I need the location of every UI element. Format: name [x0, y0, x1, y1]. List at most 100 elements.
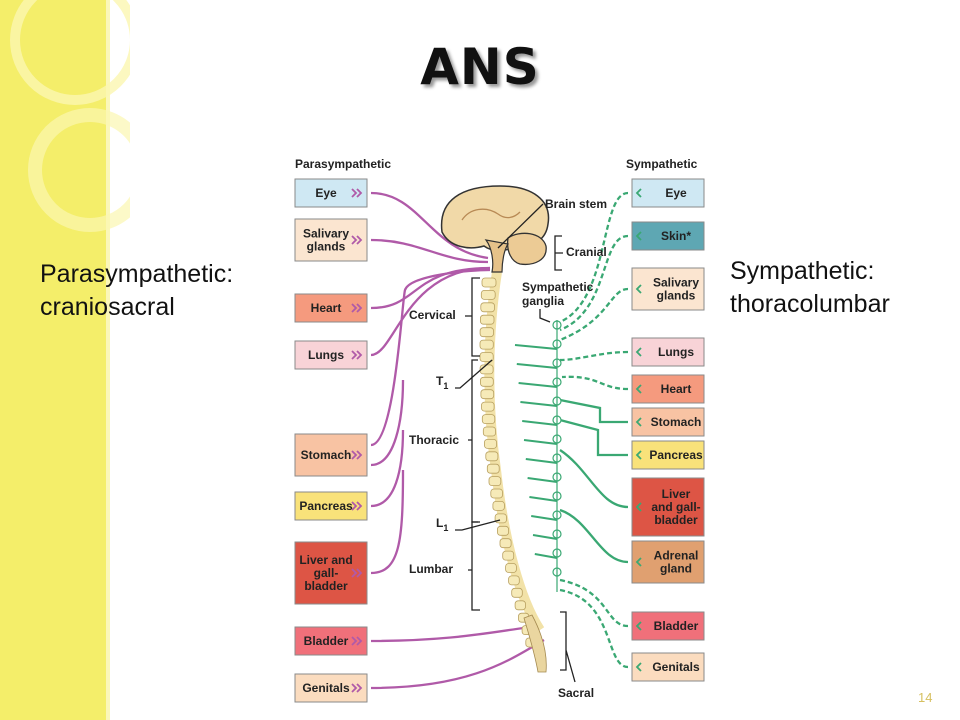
- symp-organ-box: [631, 652, 705, 682]
- cranial-bracket: [554, 235, 563, 271]
- organ-boxes: EyeSalivaryglandsHeartLungsStomachPancre…: [294, 178, 705, 703]
- brain: [440, 185, 550, 273]
- band-edge: [106, 0, 110, 720]
- vertebra: [502, 550, 515, 561]
- symp-line-skin: [559, 234, 629, 332]
- symp-organ-box: [631, 337, 705, 367]
- para-organ: Pancreas: [294, 491, 368, 521]
- arrow-icon: [351, 683, 363, 693]
- cerebrum-fold: [461, 208, 521, 221]
- symp-organ-box: [631, 221, 705, 251]
- spinal-to-ganglion-line: [527, 477, 558, 483]
- cerebellum-shape: [506, 232, 547, 266]
- para-organ-label: Stomach: [301, 448, 352, 462]
- page-number: 14: [918, 690, 933, 705]
- arrow-icon: [635, 557, 642, 567]
- vertebra: [480, 289, 496, 300]
- symp-organ: Bladder: [631, 611, 705, 641]
- vertebra: [481, 277, 497, 288]
- symp-organ-label: glands: [657, 289, 696, 303]
- label-brain-stem: Brain stem: [545, 197, 607, 211]
- spinal-to-ganglion-line: [534, 553, 558, 559]
- spinal-to-ganglion-line: [522, 420, 558, 426]
- symp-organ: Eye: [631, 178, 705, 208]
- spinal-to-ganglion-line: [532, 534, 558, 540]
- vertebra: [490, 488, 503, 499]
- para-organ-label: Salivary: [303, 227, 349, 241]
- arrow-icon: [635, 384, 642, 394]
- symp-organ-box: [631, 178, 705, 208]
- symp-organ-label: Liver: [662, 487, 691, 501]
- l1-pointer: [455, 519, 501, 531]
- label-l1-sub: 1: [443, 523, 448, 533]
- para-line-stomach-a: [370, 268, 491, 447]
- arrow-icon: [351, 188, 363, 198]
- left-caption: Parasympathetic: craniosacral: [40, 258, 233, 324]
- label-cervical: Cervical: [409, 308, 456, 322]
- vertebra: [496, 525, 509, 536]
- para-organ-label: glands: [307, 240, 346, 254]
- symp-line-liver: [559, 449, 629, 509]
- arrow-icon: [351, 568, 363, 578]
- symp-organ-box: [631, 374, 705, 404]
- label-t1: T1: [436, 374, 448, 391]
- arrow-icon: [351, 501, 363, 511]
- label-thoracic: Thoracic: [409, 433, 459, 447]
- symp-organ-label: Lungs: [658, 345, 694, 359]
- symp-organ: Heart: [631, 374, 705, 404]
- arrow-icon: [351, 303, 363, 313]
- para-organ-label: Pancreas: [299, 499, 353, 513]
- arrow-icon: [635, 188, 642, 198]
- para-line-stomach-b: [370, 379, 405, 467]
- symp-organ-box: [631, 440, 705, 470]
- symp-organ-label: Heart: [661, 382, 692, 396]
- arrow-icon: [635, 284, 642, 294]
- label-t1-sub: 1: [443, 381, 448, 391]
- symp-line-bladder: [559, 578, 629, 628]
- label-l1: L1: [436, 516, 448, 533]
- thoracic-bracket: [468, 359, 478, 523]
- spinal-cord: [479, 271, 562, 673]
- para-organ: Eye: [294, 178, 368, 208]
- sacrum-shape: [523, 614, 547, 673]
- symp-organ: Genitals: [631, 652, 705, 682]
- vertebra: [494, 513, 507, 524]
- cervical-bracket: [465, 277, 480, 357]
- para-organ: Lungs: [294, 340, 368, 370]
- para-line-eye: [370, 191, 489, 260]
- para-organ-box: [294, 178, 368, 208]
- label-sacral: Sacral: [558, 686, 594, 700]
- symp-organ: Lungs: [631, 337, 705, 367]
- para-organ: Stomach: [294, 433, 368, 477]
- symp-line-lungs: [559, 350, 629, 362]
- symp-line-heart: [561, 375, 629, 391]
- para-organ-label: Lungs: [308, 348, 344, 362]
- vertebra: [480, 389, 495, 400]
- spinal-to-ganglion-line: [518, 382, 558, 388]
- para-organ-box: [294, 293, 368, 323]
- vertebra: [481, 401, 495, 412]
- spinal-to-ganglion-line: [529, 496, 558, 502]
- symp-organ-box: [631, 611, 705, 641]
- arrow-icon: [635, 662, 642, 672]
- sympathetic-header: Sympathetic: [626, 157, 698, 171]
- symp-organ-label: Stomach: [651, 415, 702, 429]
- spinal-to-ganglion-line: [531, 515, 558, 521]
- lumbar-bracket: [468, 521, 480, 611]
- label-lumbar: Lumbar: [409, 562, 453, 576]
- symp-organ-label: Pancreas: [649, 448, 703, 462]
- left-caption-line-1: Parasympathetic:: [40, 260, 234, 288]
- para-organ-label: gall-: [314, 566, 339, 580]
- para-line-bladder: [370, 624, 541, 643]
- spinal-to-ganglion-line: [520, 401, 558, 407]
- symp-organ-box: [631, 477, 705, 537]
- para-organ-label: Liver and: [299, 553, 352, 567]
- symp-line-pancreas: [559, 418, 628, 457]
- right-caption-line-1: Sympathetic:: [730, 257, 875, 285]
- parasympathetic-header: Parasympathetic: [295, 157, 391, 171]
